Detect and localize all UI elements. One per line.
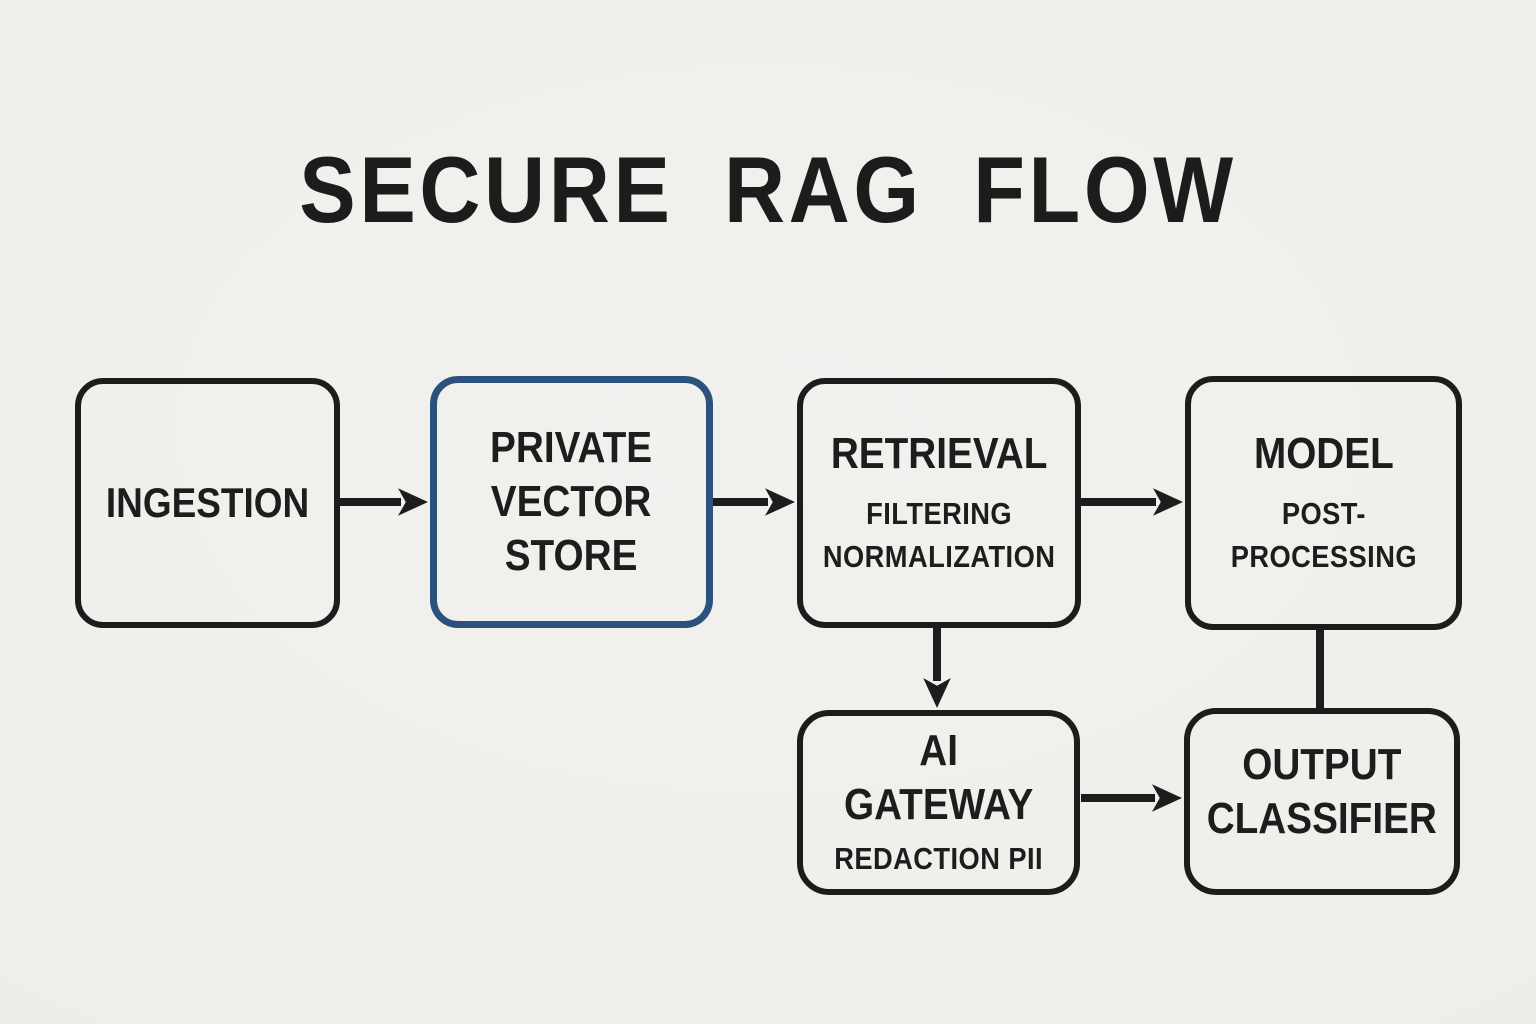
node-ingestion-label: INGESTION <box>105 479 310 527</box>
node-output-classifier-label-line1: OUTPUT <box>1242 740 1402 789</box>
node-output-classifier-label-line2: CLASSIFIER <box>1206 793 1438 843</box>
node-private-vector-store-label-line2: VECTOR <box>491 477 652 527</box>
node-ai-gateway-label-line2: GATEWAY <box>843 780 1034 830</box>
node-model: MODEL POST- PROCESSING <box>1185 376 1462 630</box>
node-ingestion: INGESTION <box>75 378 340 628</box>
node-model-sublabel-line1: POST- <box>1281 496 1366 532</box>
node-ai-gateway: AI GATEWAY REDACTION PII <box>797 710 1080 895</box>
node-output-classifier: OUTPUT CLASSIFIER <box>1184 708 1460 895</box>
node-model-label: MODEL <box>1253 429 1394 479</box>
node-ai-gateway-label-line1: AI <box>919 726 958 776</box>
node-private-vector-store-label-line1: PRIVATE <box>490 423 653 473</box>
page-title: SECURE RAG FLOW <box>299 137 1237 242</box>
node-ai-gateway-sublabel: REDACTION PII <box>834 840 1043 876</box>
node-retrieval: RETRIEVAL FILTERING NORMALIZATION <box>797 378 1081 628</box>
node-retrieval-sublabel-line2: NORMALIZATION <box>822 538 1056 574</box>
node-private-vector-store: PRIVATE VECTOR STORE <box>430 376 713 628</box>
node-model-sublabel-line2: PROCESSING <box>1230 538 1417 574</box>
node-private-vector-store-label-line3: STORE <box>505 530 638 580</box>
node-retrieval-sublabel-line1: FILTERING <box>866 496 1012 532</box>
node-retrieval-label: RETRIEVAL <box>830 429 1048 479</box>
